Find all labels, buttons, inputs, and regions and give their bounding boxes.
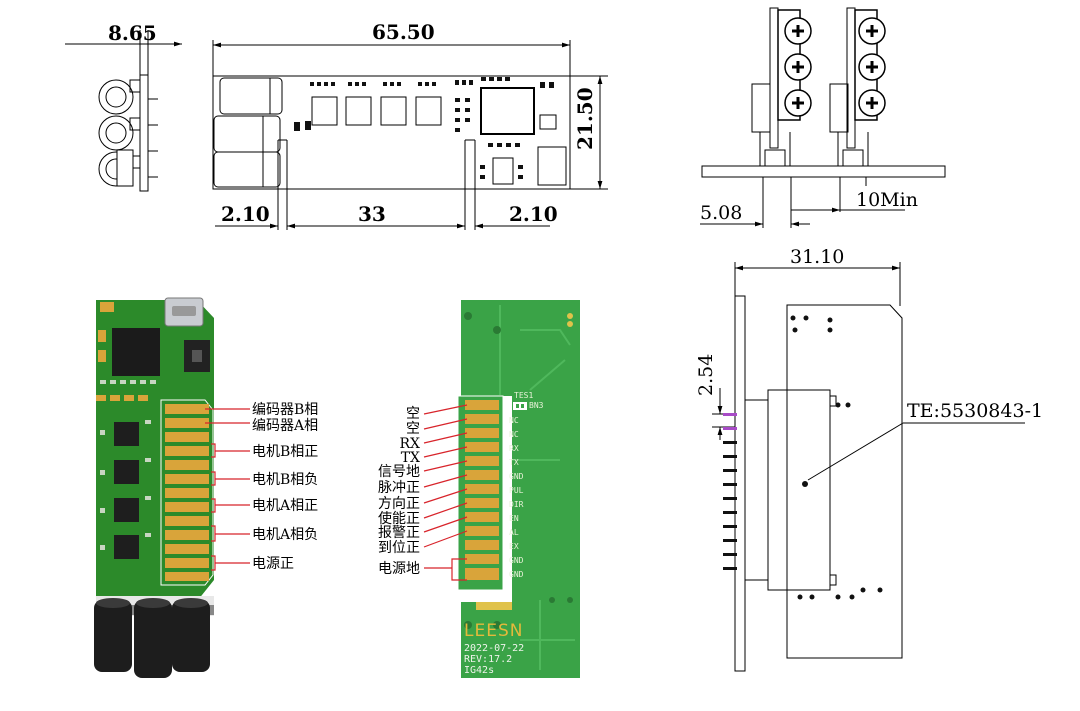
back-silk-10: GND: [509, 556, 524, 565]
back-label-6: 方向正: [378, 496, 420, 512]
top-view: [212, 40, 608, 230]
connector-view: [712, 262, 1025, 672]
back-label-7: 使能正: [378, 510, 420, 527]
dim-pad-span: 33: [358, 202, 386, 226]
side-view: [65, 30, 182, 192]
connector-pins: [723, 315, 883, 600]
connector-part-label: TE:5530843-1: [907, 400, 1043, 422]
back-silk-9: EX: [509, 542, 519, 551]
front-view-screws: [777, 9, 886, 121]
dim-right-margin: 2.10: [509, 202, 558, 226]
dim-left-margin: 2.10: [221, 202, 270, 226]
back-silk-7: EN: [509, 514, 519, 523]
back-label-2: RX: [399, 436, 420, 452]
back-date: 2022-07-22: [464, 643, 524, 654]
front-label-0: 编码器B相: [252, 402, 318, 418]
back-pcb: [457, 300, 580, 678]
front-label-1: 编码器A相: [252, 418, 318, 434]
front-label-6: 电源正: [252, 556, 294, 572]
back-model: IG42s: [464, 665, 494, 676]
top-view-smd: [294, 77, 554, 179]
front-pcb-callouts: [205, 408, 250, 571]
back-label-1: 空: [406, 421, 420, 437]
back-test-silk: BN3: [529, 401, 544, 410]
dim-connector-pitch: 2.54: [695, 354, 717, 396]
back-rev: REV:17.2: [464, 654, 512, 665]
back-silk-4: GND: [509, 472, 524, 481]
front-label-5: 电机A相负: [252, 527, 318, 543]
back-label-3: TX: [401, 450, 420, 466]
back-silk-6: DIR: [509, 500, 524, 509]
dim-pin-min: 10Min: [856, 189, 918, 211]
dim-length: 65.50: [372, 20, 435, 44]
back-label-8: 报警正: [378, 525, 420, 541]
dim-height: 21.50: [573, 87, 597, 150]
dim-connector-width: 31.10: [790, 246, 844, 268]
front-label-2: 电机B相正: [252, 444, 318, 460]
back-silk-1: NC: [509, 430, 519, 439]
back-silk-0: NC: [509, 416, 519, 425]
back-silk-8: AL: [509, 528, 519, 537]
back-silk-5: PUL: [509, 486, 524, 495]
back-label-10: 电源地: [378, 561, 420, 577]
dim-pin-pitch: 5.08: [700, 202, 742, 224]
back-brand: LEESN: [464, 621, 523, 641]
back-silk-2: RX: [509, 444, 519, 453]
back-label-0: 空: [406, 406, 420, 422]
back-pcb-callouts: [423, 404, 468, 581]
back-test-label: TES1: [514, 391, 533, 400]
back-labels: 空 空 RX TX 信号地 脉冲正 方向正 使能正 报警正 到位正 电源地: [378, 406, 420, 577]
back-silk-3: TX: [509, 458, 519, 467]
back-label-4: 信号地: [378, 464, 420, 480]
back-label-5: 脉冲正: [378, 480, 420, 496]
front-pcb: [94, 297, 214, 678]
dim-side-width: 8.65: [108, 21, 157, 45]
front-label-4: 电机A相正: [252, 498, 318, 514]
back-silk-11: GND: [509, 570, 524, 579]
front-label-3: 电机B相负: [252, 472, 318, 488]
back-label-9: 到位正: [378, 540, 420, 556]
